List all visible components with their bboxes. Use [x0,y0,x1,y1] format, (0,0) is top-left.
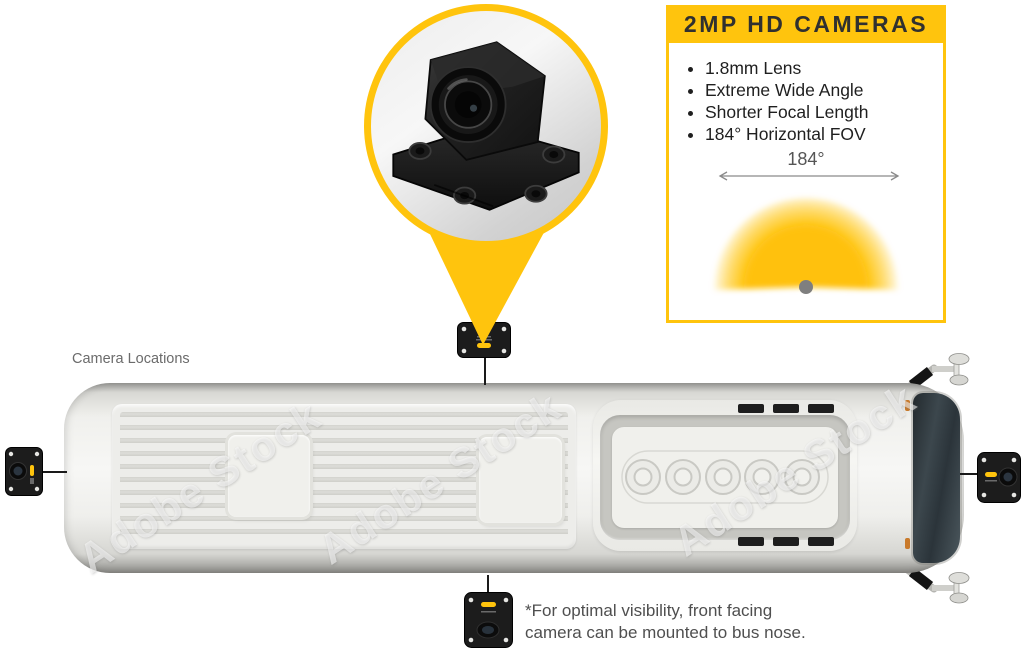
roof-black-vent [773,537,799,546]
camera-mount-icon [457,322,511,358]
roof-hatch-front [479,437,562,523]
footnote-line-1: *For optimal visibility, front facing [525,601,773,620]
roof-vent-panel [612,427,838,528]
roof-black-vent [808,537,834,546]
windshield [913,393,960,563]
footnote: *For optimal visibility, front facing ca… [525,600,806,644]
footnote-line-2: camera can be mounted to bus nose. [525,623,806,642]
info-box-body: 1.8mm Lens Extreme Wide Angle Shorter Fo… [666,43,946,323]
fov-fan [714,198,898,290]
fov-arrow [718,171,900,181]
vent-circles [621,450,829,504]
spec-item: 184° Horizontal FOV [705,123,933,145]
roof-black-vent [773,404,799,413]
roof-black-vent [738,404,764,413]
camera-mount-icon [464,592,513,648]
camera-product-photo [392,41,580,211]
spec-item: Extreme Wide Angle [705,79,933,101]
roof-black-vent [738,537,764,546]
info-box: 2MP HD CAMERAS 1.8mm Lens Extreme Wide A… [666,5,946,323]
camera-mount-icon [5,447,43,496]
spec-item: 1.8mm Lens [705,57,933,79]
fov-angle-label: 184° [787,149,824,169]
camera-mount-roof-top [457,322,511,358]
info-box-title: 2MP HD CAMERAS [666,5,946,43]
fov-camera-dot [799,280,813,294]
spec-item: Shorter Focal Length [705,101,933,123]
roof-black-vent [808,404,834,413]
roof-hatch-rear [228,435,310,517]
camera-locations-label: Camera Locations [72,351,190,367]
camera-photo-callout [364,4,608,248]
marker-light-top [905,400,910,411]
camera-mount-front [977,452,1021,503]
spec-list: 1.8mm Lens Extreme Wide Angle Shorter Fo… [679,57,933,145]
camera-mount-rear [5,447,43,496]
camera-mount-icon [977,452,1021,503]
fov-diagram: 184° [714,149,900,294]
marker-light-bottom [905,538,910,549]
camera-mount-roof-bottom [464,592,513,648]
bus-top-view [64,383,964,573]
